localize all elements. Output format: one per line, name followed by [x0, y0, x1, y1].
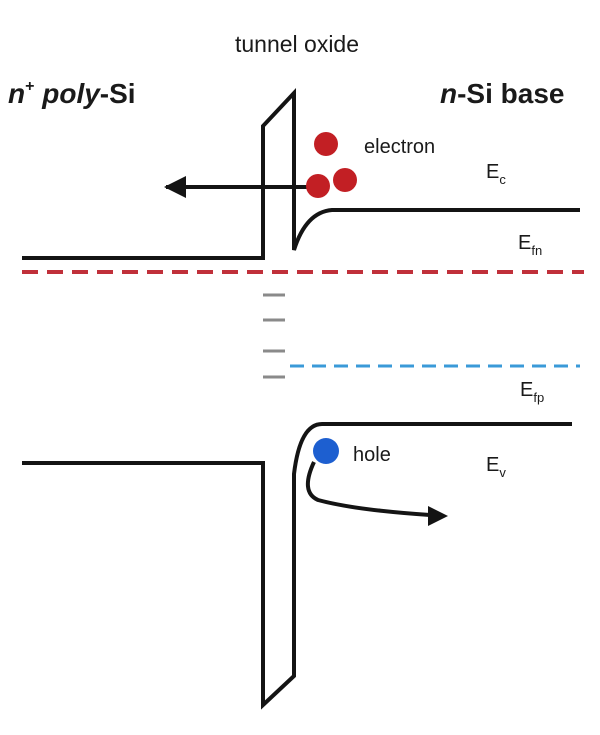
electron-particle-1: [314, 132, 338, 156]
ec-label-sub: c: [499, 172, 506, 187]
ec-label: Ec: [486, 161, 506, 187]
hole-arrow-head: [428, 506, 448, 526]
ev-label-main: E: [486, 454, 499, 476]
electron-arrow-head: [164, 176, 186, 198]
efn-label: Efn: [518, 232, 542, 258]
ev-label: Ev: [486, 454, 506, 480]
left-region-plus: +: [25, 78, 34, 95]
right-region-label: n-Si base: [440, 78, 565, 109]
hole-particle: [313, 438, 339, 464]
electron-label: electron: [364, 136, 435, 158]
ev-label-sub: v: [499, 465, 506, 480]
electron-particle-3: [333, 168, 357, 192]
efn-label-sub: fn: [531, 243, 542, 258]
interface-states: [263, 293, 285, 379]
efn-label-main: E: [518, 232, 531, 254]
right-region-si-base: -Si base: [457, 78, 564, 109]
efp-label-sub: fp: [533, 390, 544, 405]
ec-label-main: E: [486, 161, 499, 183]
conduction-band-line: [22, 87, 580, 260]
electron-particle-2: [306, 174, 330, 198]
left-region-n: n: [8, 78, 25, 109]
efp-label: Efp: [520, 379, 544, 405]
efp-label-main: E: [520, 379, 533, 401]
left-region-label: n+ poly-Si: [8, 78, 136, 109]
valence-band-line: [22, 422, 572, 710]
hole-label: hole: [353, 444, 391, 466]
left-region-poly: poly: [34, 78, 101, 109]
tunnel-oxide-label: tunnel oxide: [235, 31, 359, 57]
left-region-si: -Si: [100, 78, 136, 109]
right-region-n: n: [440, 78, 457, 109]
hole-arrow: [306, 461, 431, 517]
